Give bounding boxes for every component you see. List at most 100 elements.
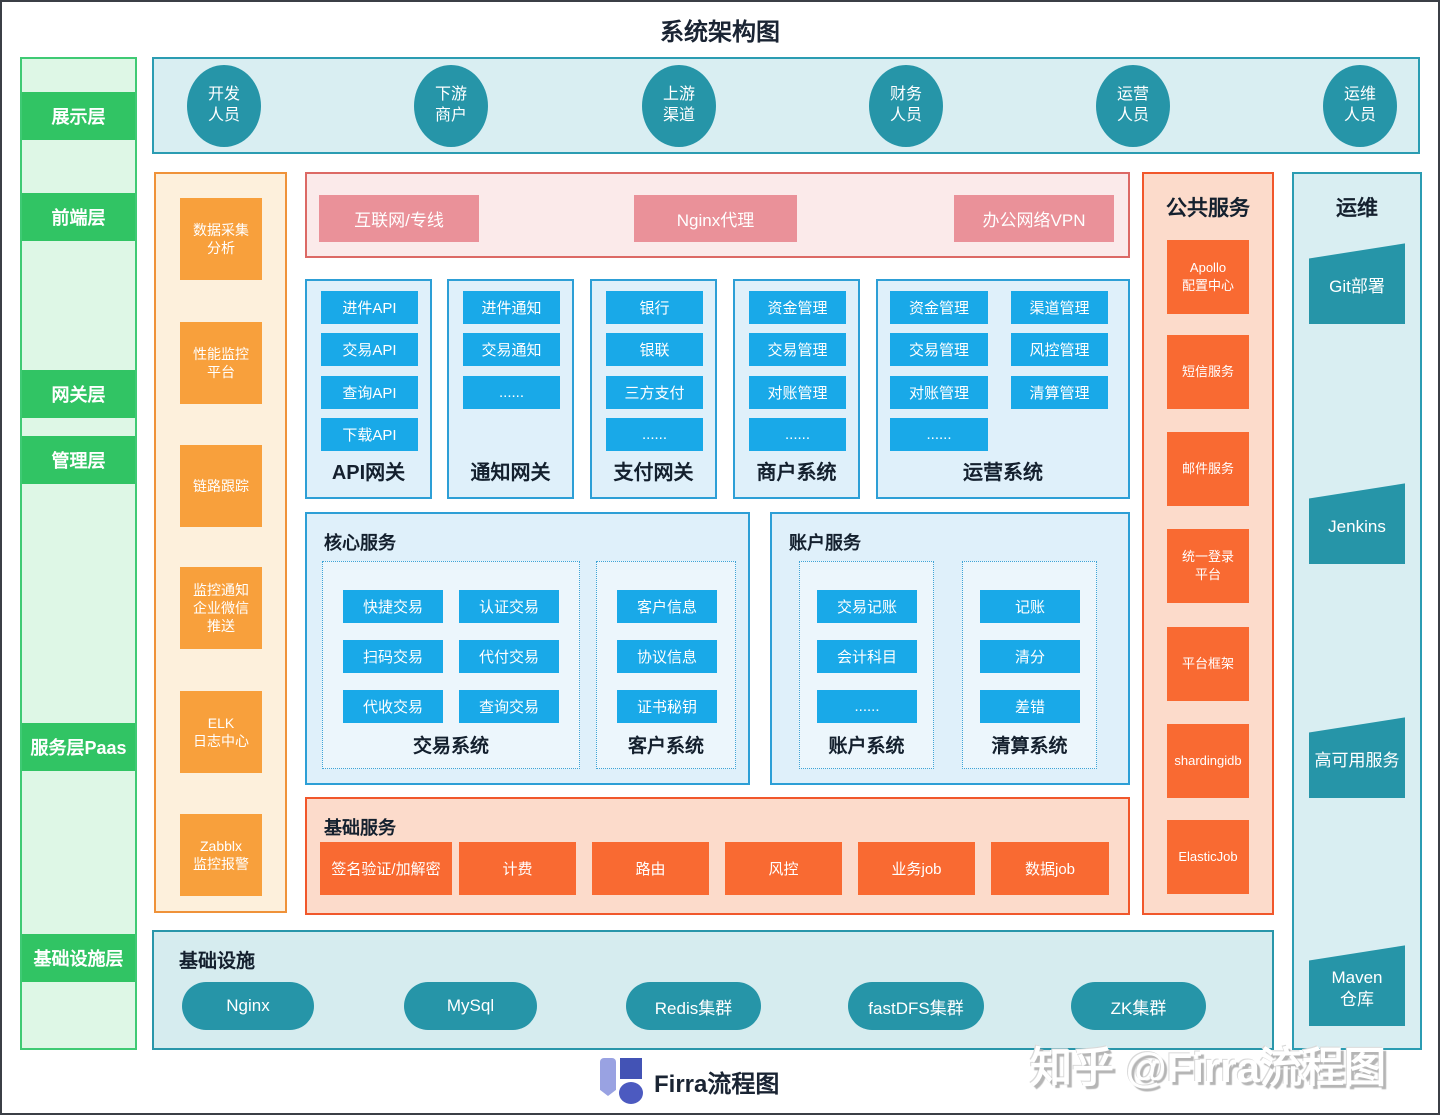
- panel-api-gateway: 进件API 交易API 查询API 下载API API网关: [305, 279, 432, 499]
- panel-core-services: 核心服务 快捷交易 认证交易 扫码交易 代付交易 代收交易 查询交易 交易系统 …: [305, 512, 750, 785]
- node-fastdfs-cluster: fastDFS集群: [848, 982, 984, 1030]
- node-billing: 计费: [459, 842, 576, 895]
- node: 进件通知: [463, 291, 560, 324]
- node: 银联: [606, 333, 703, 366]
- node: 快捷交易: [343, 590, 443, 623]
- node: 会计科目: [817, 640, 917, 673]
- node: 认证交易: [459, 590, 559, 623]
- node-zabbix-alert: Zabblx 监控报警: [180, 814, 262, 896]
- panel-label: 通知网关: [470, 462, 551, 484]
- node: 交易管理: [890, 333, 988, 366]
- group-trade-system: 快捷交易 认证交易 扫码交易 代付交易 代收交易 查询交易 交易系统: [322, 561, 580, 769]
- panel-label: API网关: [331, 462, 406, 484]
- actor-downstream-merchant: 下游 商户: [414, 65, 488, 147]
- node-internet-line: 互联网/专线: [319, 195, 479, 242]
- node-mysql: MySql: [404, 982, 537, 1030]
- section-title: 运维: [1336, 197, 1378, 220]
- node-redis-cluster: Redis集群: [626, 982, 761, 1030]
- node: 渠道管理: [1011, 291, 1108, 324]
- node: ......: [817, 690, 917, 723]
- node-nginx: Nginx: [182, 982, 314, 1030]
- node: 资金管理: [890, 291, 988, 324]
- panel-public-services: 公共服务 Apollo 配置中心 短信服务 邮件服务 统一登录 平台 平台框架 …: [1142, 172, 1274, 915]
- node: 清分: [980, 640, 1080, 673]
- panel-ops: 运维 Git部署 Jenkins 高可用服务 Maven 仓库: [1292, 172, 1422, 1050]
- node: 记账: [980, 590, 1080, 623]
- panel-account-services: 账户服务 交易记账 会计科目 ...... 账户系统 记账 清分 差错 清算系统: [770, 512, 1130, 785]
- node: 下载API: [321, 418, 418, 451]
- node: ......: [890, 418, 988, 451]
- section-title: 公共服务: [1166, 197, 1250, 220]
- node-ha-service: 高可用服务: [1309, 717, 1405, 798]
- group-label: 交易系统: [412, 736, 489, 757]
- node: 风控管理: [1011, 333, 1108, 366]
- panel-label: 支付网关: [613, 462, 694, 484]
- node: 清算管理: [1011, 376, 1108, 409]
- node: 对账管理: [890, 376, 988, 409]
- node-office-vpn: 办公网络VPN: [954, 195, 1114, 242]
- node: 差错: [980, 690, 1080, 723]
- node: 查询交易: [459, 690, 559, 723]
- group-label: 客户系统: [627, 736, 704, 757]
- node: 证书秘钥: [617, 690, 717, 723]
- logo-circle-shape: [619, 1082, 643, 1104]
- node-sign-encrypt: 签名验证/加解密: [320, 842, 452, 895]
- node: 协议信息: [617, 640, 717, 673]
- node: ......: [606, 418, 703, 451]
- monitoring-column: 数据采集 分析 性能监控 平台 链路跟踪 监控通知 企业微信 推送 ELK 日志…: [154, 172, 287, 913]
- node-apollo-config: Apollo 配置中心: [1167, 240, 1249, 314]
- node-sso-platform: 统一登录 平台: [1167, 529, 1249, 603]
- node-data-collection: 数据采集 分析: [180, 198, 262, 280]
- layer-service-paas: 服务层Paas: [22, 723, 135, 771]
- node: 查询API: [321, 376, 418, 409]
- node-maven-repo: Maven 仓库: [1309, 945, 1405, 1026]
- node: 资金管理: [749, 291, 846, 324]
- node-zk-cluster: ZK集群: [1071, 982, 1206, 1030]
- node-wechat-push: 监控通知 企业微信 推送: [180, 567, 262, 649]
- panel-label: 运营系统: [963, 462, 1043, 484]
- section-title: 账户服务: [789, 533, 861, 553]
- section-title: 基础设施: [179, 951, 256, 972]
- node: 交易管理: [749, 333, 846, 366]
- node: ......: [749, 418, 846, 451]
- node-git-deploy: Git部署: [1309, 243, 1405, 324]
- node-elastic-job: ElasticJob: [1167, 820, 1249, 894]
- node: 扫码交易: [343, 640, 443, 673]
- node: 交易通知: [463, 333, 560, 366]
- actor-upstream-channel: 上游 渠道: [642, 65, 716, 147]
- actor-finance-staff: 财务 人员: [869, 65, 943, 147]
- node-business-job: 业务job: [858, 842, 975, 895]
- node: ......: [463, 376, 560, 409]
- actor-ops-staff: 运维 人员: [1323, 65, 1397, 147]
- actor-operation-staff: 运营 人员: [1096, 65, 1170, 147]
- section-title: 基础服务: [324, 818, 396, 838]
- group-label: 账户系统: [828, 736, 905, 757]
- actor-band: 开发 人员 下游 商户 上游 渠道 财务 人员 运营 人员 运维 人员: [152, 57, 1420, 154]
- layer-display: 展示层: [22, 92, 135, 140]
- group-clearing-system: 记账 清分 差错 清算系统: [962, 561, 1097, 769]
- panel-notify-gateway: 进件通知 交易通知 ...... 通知网关: [447, 279, 574, 499]
- brand-name: Firra流程图: [654, 1071, 780, 1098]
- node: 三方支付: [606, 376, 703, 409]
- panel-merchant-system: 资金管理 交易管理 对账管理 ...... 商户系统: [733, 279, 860, 499]
- node-link-tracing: 链路跟踪: [180, 445, 262, 527]
- panel-operation-system: 资金管理 交易管理 对账管理 ...... 渠道管理 风控管理 清算管理 运营系…: [876, 279, 1130, 499]
- layer-sidebar: 展示层 前端层 网关层 管理层 服务层Paas 基础设施层: [20, 57, 137, 1050]
- node-routing: 路由: [592, 842, 709, 895]
- node-sms-service: 短信服务: [1167, 335, 1249, 409]
- node-mail-service: 邮件服务: [1167, 432, 1249, 506]
- node-sharding-jdbc: shardingidb: [1167, 724, 1249, 798]
- panel-infrastructure: 基础设施 Nginx MySql Redis集群 fastDFS集群 ZK集群: [152, 930, 1274, 1050]
- firra-logo-icon: [600, 1058, 646, 1104]
- actor-developer: 开发 人员: [187, 65, 261, 147]
- node-elk-log: ELK 日志中心: [180, 691, 262, 773]
- node: 交易记账: [817, 590, 917, 623]
- page-title: 系统架构图: [660, 19, 780, 46]
- group-customer-system: 客户信息 协议信息 证书秘钥 客户系统: [596, 561, 736, 769]
- layer-infrastructure: 基础设施层: [22, 934, 135, 982]
- panel-pay-gateway: 银行 银联 三方支付 ...... 支付网关: [590, 279, 717, 499]
- node: 客户信息: [617, 590, 717, 623]
- node: 代收交易: [343, 690, 443, 723]
- node-jenkins: Jenkins: [1309, 483, 1405, 564]
